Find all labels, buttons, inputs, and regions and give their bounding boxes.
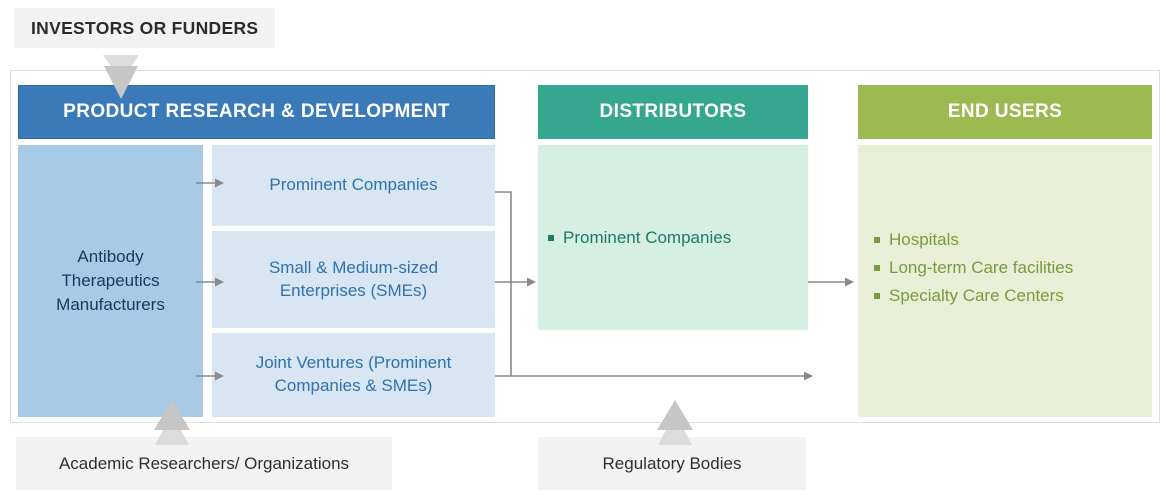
regulatory-label: Regulatory Bodies (538, 437, 806, 490)
rnd-box-joint-ventures: Joint Ventures (Prominent Companies & SM… (212, 333, 495, 417)
regulatory-label-text: Regulatory Bodies (602, 453, 742, 473)
distributors-header-text: DISTRIBUTORS (599, 101, 747, 122)
manufacturer-box: Antibody Therapeutics Manufacturers (18, 145, 203, 417)
end-users-item-text: Hospitals (889, 230, 959, 249)
distributors-item-text: Prominent Companies (563, 227, 732, 247)
rnd-box-text: Joint Ventures (Prominent Companies & SM… (255, 353, 452, 395)
academic-label-text: Academic Researchers/ Organizations (58, 453, 350, 473)
academic-label: Academic Researchers/ Organizations (16, 437, 392, 490)
end-users-box: Hospitals Long-term Care facilities Spec… (858, 145, 1152, 417)
end-users-item: Long-term Care facilities (874, 254, 1152, 282)
end-users-item-text: Specialty Care Centers (889, 286, 1064, 305)
rnd-header: PRODUCT RESEARCH & DEVELOPMENT (18, 85, 495, 139)
end-users-header: END USERS (858, 85, 1152, 139)
bullet-square-icon (548, 234, 554, 241)
end-users-item: Specialty Care Centers (874, 282, 1152, 310)
bullet-square-icon (874, 293, 880, 299)
end-users-header-text: END USERS (947, 101, 1063, 122)
rnd-box-prominent-companies: Prominent Companies (212, 145, 495, 226)
distributors-header: DISTRIBUTORS (538, 85, 808, 139)
rnd-box-text: Small & Medium-sized Enterprises (SMEs) (268, 257, 439, 300)
end-users-item: Hospitals (874, 226, 1152, 254)
distributors-box: Prominent Companies (538, 145, 808, 330)
investors-label: INVESTORS OR FUNDERS (14, 8, 276, 48)
rnd-header-text: PRODUCT RESEARCH & DEVELOPMENT (63, 101, 450, 122)
rnd-box-smes: Small & Medium-sized Enterprises (SMEs) (212, 231, 495, 328)
manufacturer-text: Antibody Therapeutics Manufacturers (56, 247, 165, 314)
rnd-box-text: Prominent Companies (269, 175, 438, 195)
bullet-square-icon (874, 265, 880, 271)
distributors-item: Prominent Companies (548, 224, 731, 252)
end-users-item-text: Long-term Care facilities (889, 258, 1074, 277)
investors-label-text: INVESTORS OR FUNDERS (31, 17, 259, 38)
bullet-square-icon (874, 237, 880, 243)
